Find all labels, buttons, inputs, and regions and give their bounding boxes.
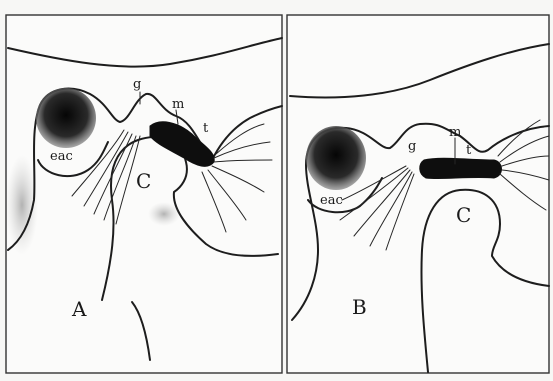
- panel-b-label-t: t: [466, 143, 472, 158]
- panel-b-letter: B: [352, 295, 367, 319]
- panel-a-letter: A: [71, 297, 87, 321]
- panel-a-label-eac: eac: [50, 149, 73, 164]
- panel-a: eac C g m t A: [6, 15, 282, 373]
- panel-a-frame: [6, 15, 282, 373]
- panel-b-label-g: g: [408, 139, 416, 154]
- panel-b-eac-mass: [306, 126, 366, 190]
- panel-b: eac C g m t B: [287, 15, 549, 373]
- panel-a-label-condyle: C: [136, 169, 151, 193]
- panel-a-eac-mass: [36, 88, 96, 148]
- panel-b-label-m: m: [449, 125, 461, 140]
- panel-a-label-m: m: [172, 97, 184, 112]
- panel-b-label-eac: eac: [320, 193, 343, 208]
- panel-b-disc: [420, 158, 502, 178]
- panel-a-label-g: g: [133, 77, 141, 92]
- panel-b-label-condyle: C: [456, 203, 471, 227]
- panel-a-label-t: t: [203, 121, 209, 136]
